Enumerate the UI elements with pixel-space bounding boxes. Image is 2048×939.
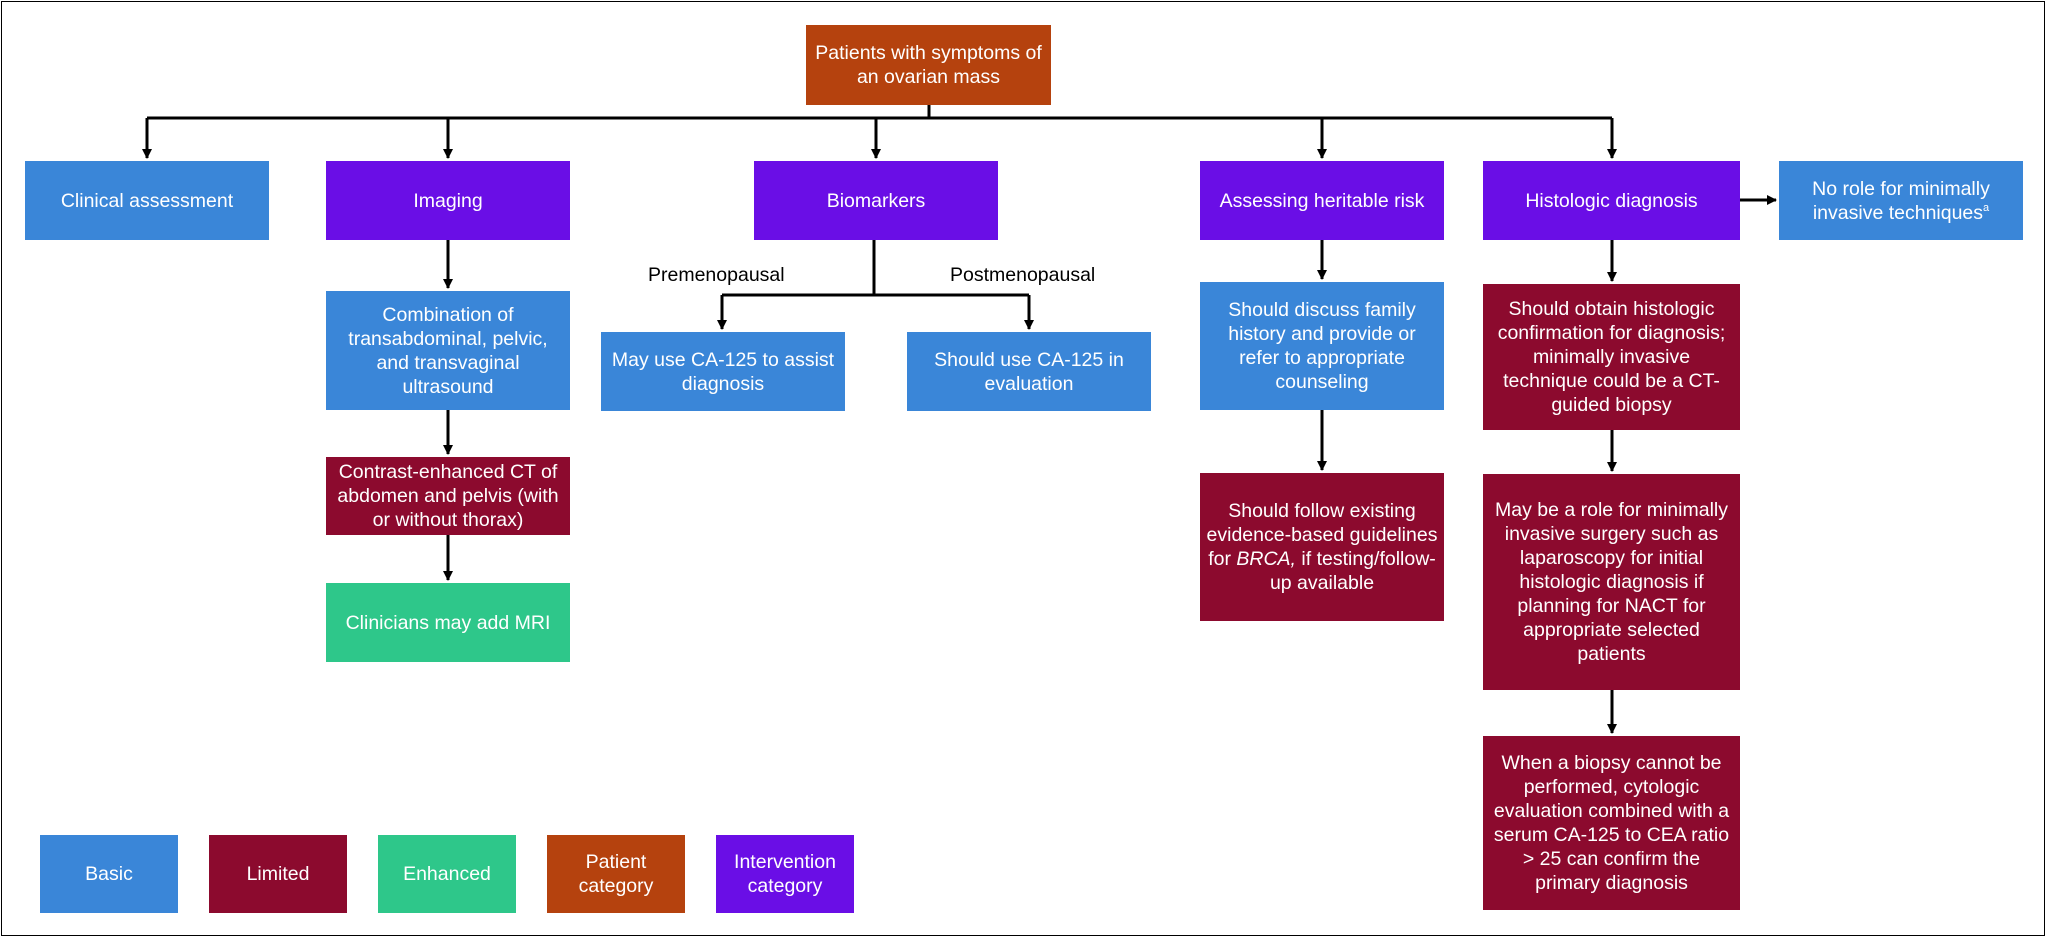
ultrasound-text: Combination of transabdominal, pelvic, a… [348,303,548,398]
root-patients-box: Patients with symptoms of an ovarian mas… [806,25,1051,105]
legend-enhanced-label: Enhanced [403,863,491,885]
biomarkers-text: Biomarkers [826,189,926,212]
legend-basic: Basic [40,835,178,913]
legend-patient-label: Patient category [578,851,654,897]
minimally-invasive-surgery-text: May be a role for minimally invasive sur… [1495,499,1728,665]
ultrasound-box: Combination of transabdominal, pelvic, a… [326,291,570,410]
brca-guidelines-box: Should follow existing evidence-based gu… [1200,473,1444,621]
legend-enhanced: Enhanced [378,835,516,913]
premenopausal-text: May use CA-125 to assist diagnosis [611,348,835,395]
brca-text-pre: Should follow existing evidence-based gu… [1206,500,1438,570]
legend-patient: Patient category [547,835,685,913]
histologic-diagnosis-text: Histologic diagnosis [1525,189,1698,212]
histologic-confirmation-box: Should obtain histologic confirmation fo… [1483,284,1740,430]
no-role-main: No role for minimally invasive technique… [1812,177,1990,224]
heritable-risk-text: Assessing heritable risk [1219,189,1425,212]
legend-intervention-label: Intervention category [734,851,836,897]
postmenopausal-text: Should use CA-125 in evaluation [934,348,1124,395]
cytologic-evaluation-box: When a biopsy cannot be performed, cytol… [1483,736,1740,910]
family-history-box: Should discuss family history and provid… [1200,282,1444,410]
family-history-text: Should discuss family history and provid… [1228,299,1416,393]
histologic-diagnosis-box: Histologic diagnosis [1483,161,1740,240]
brca-text-post: if testing/follow-up available [1269,548,1436,594]
heritable-risk-box: Assessing heritable risk [1200,161,1444,240]
brca-guidelines-text: Should follow existing evidence-based gu… [1206,499,1438,595]
no-role-text: No role for minimally invasive technique… [1785,177,2017,225]
ct-box: Contrast-enhanced CT of abdomen and pelv… [326,457,570,535]
brca-text-gene: BRCA, [1236,548,1296,570]
legend-limited-label: Limited [246,863,310,885]
mri-box: Clinicians may add MRI [326,583,570,662]
imaging-box: Imaging [326,161,570,240]
ct-text: Contrast-enhanced CT of abdomen and pelv… [337,461,559,531]
biomarkers-box: Biomarkers [754,161,998,240]
mri-text: Clinicians may add MRI [345,611,551,634]
imaging-text: Imaging [413,189,483,212]
postmenopausal-box: Should use CA-125 in evaluation [907,332,1151,411]
premenopausal-box: May use CA-125 to assist diagnosis [601,332,845,411]
no-role-footnote: a [1983,201,1990,214]
clinical-assessment-box: Clinical assessment [25,161,269,240]
legend-intervention: Intervention category [716,835,854,913]
histologic-confirmation-text: Should obtain histologic confirmation fo… [1497,298,1726,416]
premenopausal-label: Premenopausal [648,264,785,286]
no-role-box: No role for minimally invasive technique… [1779,161,2023,240]
clinical-assessment-text: Clinical assessment [60,189,234,212]
cytologic-evaluation-text: When a biopsy cannot be performed, cytol… [1493,752,1730,894]
legend-basic-label: Basic [85,863,133,885]
postmenopausal-label: Postmenopausal [950,264,1096,286]
legend-limited: Limited [209,835,347,913]
minimally-invasive-surgery-box: May be a role for minimally invasive sur… [1483,474,1740,690]
root-text: Patients with symptoms of an ovarian mas… [815,42,1042,88]
